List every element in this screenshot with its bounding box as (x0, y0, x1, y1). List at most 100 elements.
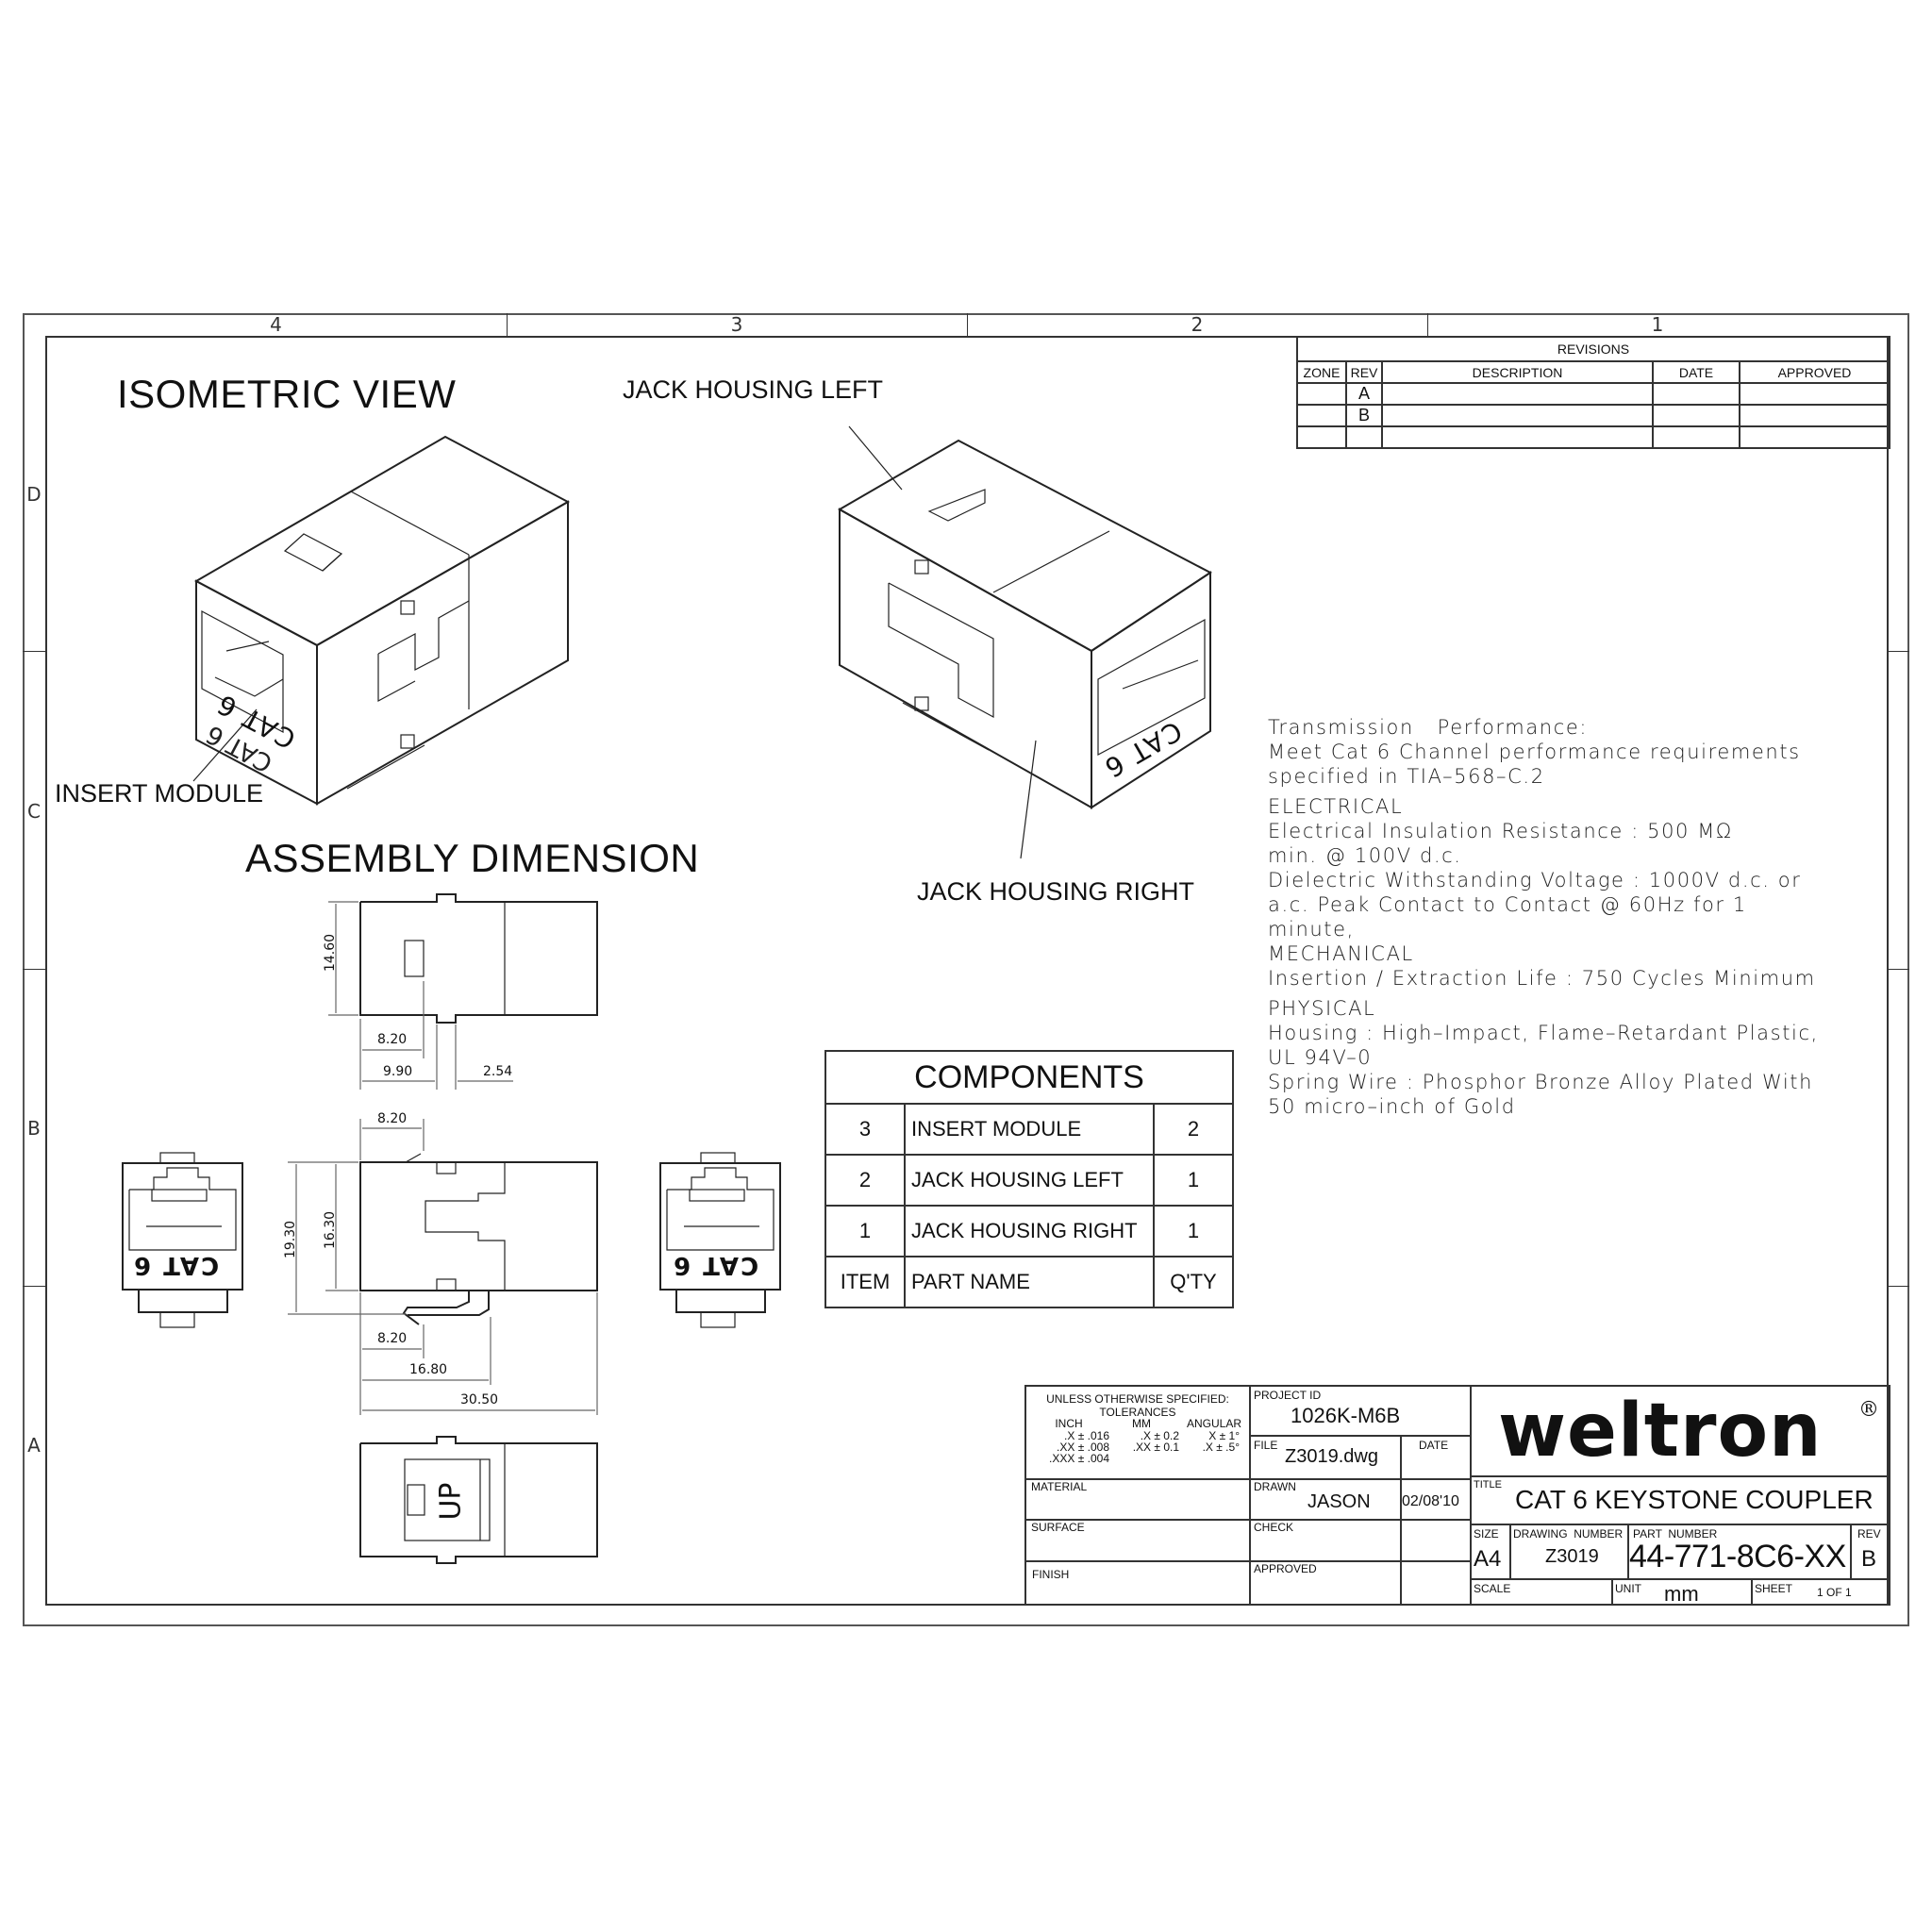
zone-label-top: 3 (730, 313, 743, 336)
zone-divider (23, 1286, 45, 1287)
dim-19-30: 19.30 (283, 1220, 299, 1259)
unit-value: mm (1664, 1582, 1699, 1606)
spec-line: specified in TIA–568–C.2 (1268, 765, 1545, 788)
part-number-label: PART NUMBER (1633, 1527, 1718, 1541)
revision-row: A (1296, 382, 1890, 406)
zone-divider (1889, 1286, 1909, 1287)
components-table: COMPONENTS 3 INSERT MODULE 2 2 JACK HOUS… (824, 1050, 1234, 1308)
finish-label: FINISH (1032, 1568, 1070, 1581)
components-title: COMPONENTS (824, 1050, 1234, 1105)
drawn-by: JASON (1307, 1491, 1371, 1512)
spec-line: Insertion / Extraction Life : 750 Cycles… (1268, 967, 1816, 990)
date-label: DATE (1419, 1439, 1449, 1452)
cat6-marking-front-right: CAT 6 (672, 1251, 759, 1279)
revision-row: B (1296, 404, 1890, 427)
file-name: Z3019.dwg (1285, 1446, 1378, 1467)
drawing-border-outer (23, 313, 1909, 1626)
weltron-logo: weltron (1498, 1389, 1823, 1474)
zone-divider (967, 313, 968, 336)
rev-header-description: DESCRIPTION (1381, 360, 1654, 384)
spec-mechanical-title: MECHANICAL (1268, 942, 1414, 965)
dim-16-80: 16.80 (409, 1362, 448, 1377)
specifications-block: Transmission Performance: Meet Cat 6 Cha… (1268, 715, 1872, 1119)
dim-14-60: 14.60 (323, 933, 339, 973)
spec-line: Meet Cat 6 Channel performance requireme… (1268, 741, 1801, 763)
isometric-view-right (837, 425, 1212, 859)
spec-line: Spring Wire : Phosphor Bronze Alloy Plat… (1268, 1071, 1814, 1093)
spec-transmission-title: Transmission Performance: (1268, 716, 1589, 739)
check-label: CHECK (1254, 1521, 1294, 1534)
spec-line: min. @ 100V d.c. (1268, 844, 1462, 867)
zone-divider (23, 651, 45, 652)
dim-16-30: 16.30 (323, 1210, 339, 1250)
zone-divider (1427, 313, 1428, 336)
approved-label: APPROVED (1254, 1562, 1317, 1575)
spec-line: Housing : High–Impact, Flame–Retardant P… (1268, 1022, 1819, 1044)
jack-front-view-left (122, 1152, 243, 1328)
dim-8-20: 8.20 (377, 1032, 408, 1047)
sheet-value: 1 OF 1 (1817, 1586, 1852, 1599)
spec-line: a.c. Peak Contact to Contact @ 60Hz for … (1268, 893, 1747, 916)
callout-insert-module: INSERT MODULE (55, 779, 264, 808)
title-label: TITLE (1474, 1479, 1502, 1491)
drawing-number: Z3019 (1545, 1546, 1599, 1567)
spec-line: Dielectric Withstanding Voltage : 1000V … (1268, 869, 1802, 891)
sheet-size: A4 (1474, 1546, 1502, 1572)
spec-physical-title: PHYSICAL (1268, 997, 1376, 1020)
zone-label-side: D (26, 483, 42, 506)
zone-divider (1889, 651, 1909, 652)
spec-line: UL 94V–0 (1268, 1046, 1373, 1069)
drawn-date: 02/08'10 (1402, 1493, 1459, 1509)
component-row: 3 INSERT MODULE 2 (824, 1103, 1234, 1156)
rev-header-rev: REV (1345, 360, 1383, 384)
tolerances-cell: UNLESS OTHERWISE SPECIFIED: TOLERANCES I… (1026, 1387, 1251, 1480)
component-row: 1 JACK HOUSING RIGHT 1 (824, 1205, 1234, 1257)
title-block: UNLESS OTHERWISE SPECIFIED: TOLERANCES I… (1024, 1385, 1890, 1606)
spec-line: 50 micro–inch of Gold (1268, 1095, 1516, 1118)
callout-jack-housing-right: JACK HOUSING RIGHT (917, 877, 1195, 906)
dim-8-20-bottom: 8.20 (377, 1331, 408, 1346)
spec-electrical-title: ELECTRICAL (1268, 795, 1404, 818)
scale-label: SCALE (1474, 1582, 1511, 1595)
assembly-top-view (328, 893, 598, 1090)
material-label: MATERIAL (1031, 1480, 1088, 1493)
rev-value: B (1861, 1546, 1877, 1572)
sheet-label: SHEET (1755, 1582, 1793, 1595)
drawn-label: DRAWN (1254, 1480, 1296, 1493)
project-id-label: PROJECT ID (1254, 1389, 1322, 1402)
components-header-row: ITEM PART NAME Q'TY (824, 1256, 1234, 1308)
drawing-number-label: DRAWING NUMBER (1513, 1527, 1624, 1541)
revision-row (1296, 425, 1890, 449)
zone-label-top: 1 (1651, 313, 1664, 336)
dim-30-50: 30.50 (460, 1392, 499, 1407)
rev-header-zone: ZONE (1296, 360, 1347, 384)
assembly-dimension-title: ASSEMBLY DIMENSION (245, 836, 700, 880)
revisions-table: REVISIONS ZONE REV DESCRIPTION DATE APPR… (1296, 336, 1890, 449)
zone-divider (507, 313, 508, 336)
brand-cell: weltron ® (1470, 1387, 1890, 1477)
project-id: 1026K-M6B (1291, 1404, 1401, 1427)
zone-divider (1889, 969, 1909, 970)
rev-header-approved: APPROVED (1739, 360, 1890, 384)
cat6-marking-front-left: CAT 6 (132, 1251, 220, 1279)
up-marking: UP (434, 1482, 468, 1521)
dim-9-90: 9.90 (383, 1064, 413, 1079)
zone-divider (23, 969, 45, 970)
assembly-bottom-view (359, 1436, 598, 1564)
surface-label: SURFACE (1031, 1521, 1085, 1534)
rev-header-date: DATE (1652, 360, 1740, 384)
part-number: 44-771-8C6-XX (1629, 1539, 1846, 1574)
callout-jack-housing-left: JACK HOUSING LEFT (623, 375, 884, 404)
zone-label-side: C (27, 800, 41, 823)
file-label: FILE (1254, 1439, 1278, 1452)
dim-2-54: 2.54 (483, 1064, 513, 1079)
jack-front-view-right (659, 1152, 781, 1328)
zone-label-top: 2 (1191, 313, 1204, 336)
spec-line: Electrical Insulation Resistance : 500 M… (1268, 820, 1733, 842)
zone-label-side: A (27, 1434, 41, 1457)
drawing-border-inner (45, 336, 1889, 1606)
rev-label: REV (1857, 1527, 1881, 1541)
registered-mark: ® (1858, 1398, 1879, 1422)
size-label: SIZE (1474, 1527, 1499, 1541)
unit-label: UNIT (1615, 1582, 1641, 1595)
